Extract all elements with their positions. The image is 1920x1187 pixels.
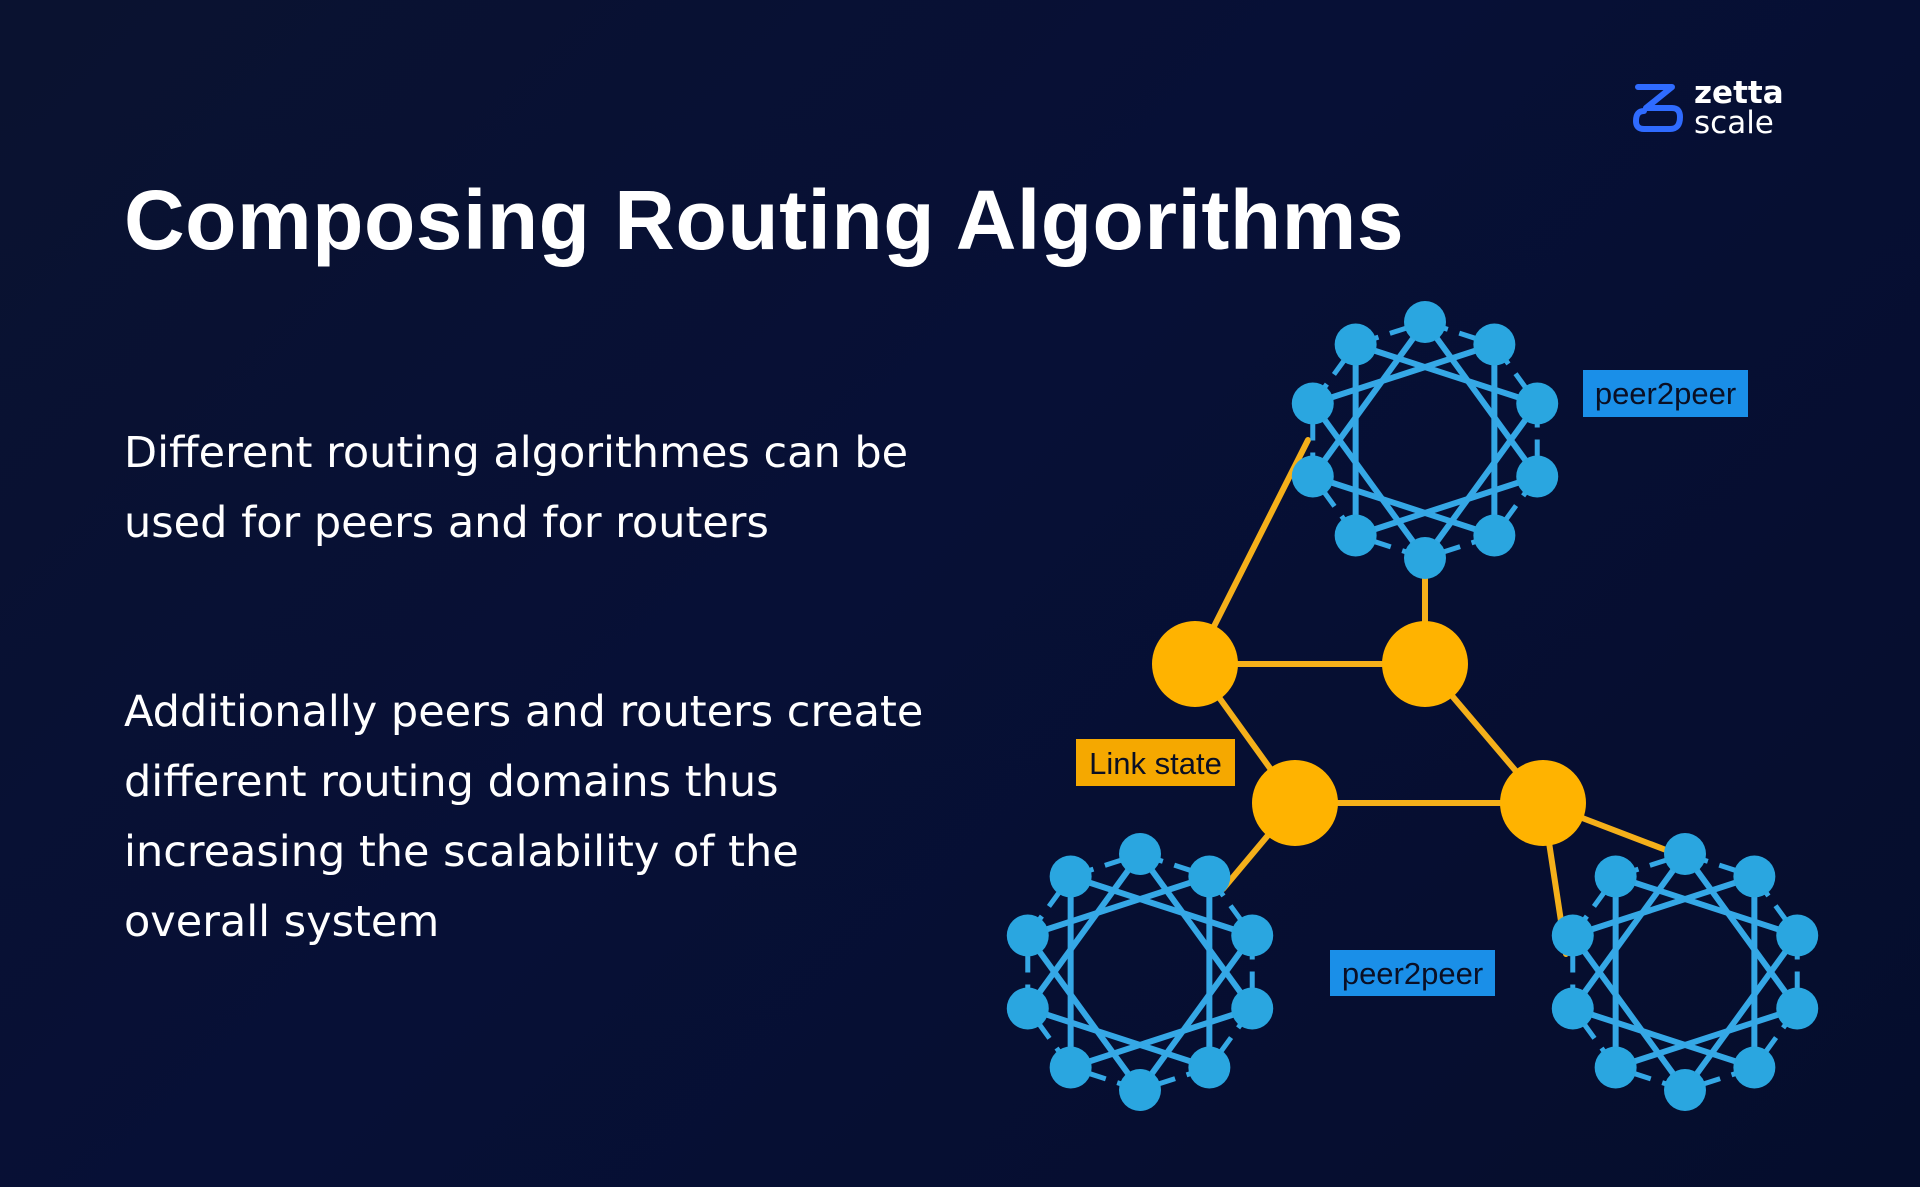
peer-node bbox=[1516, 382, 1559, 425]
peer-edge bbox=[1025, 852, 1143, 1011]
peer-node bbox=[1049, 1046, 1092, 1089]
paragraph-routing-algorithms: Different routing algorithmes can be use… bbox=[124, 428, 909, 548]
peer-edge bbox=[1614, 873, 1799, 939]
peer-edge bbox=[1310, 320, 1428, 479]
peer-edge bbox=[1311, 473, 1496, 539]
peer-edge bbox=[1682, 933, 1800, 1092]
router-node bbox=[1152, 621, 1238, 707]
peer-node bbox=[1776, 987, 1819, 1030]
peer-node bbox=[1473, 514, 1516, 557]
label-link-state: Link state bbox=[1076, 739, 1235, 786]
peer-edge bbox=[1571, 1005, 1756, 1071]
peer-node bbox=[1594, 855, 1637, 898]
peer-edge bbox=[1354, 473, 1539, 539]
peer-node bbox=[1231, 914, 1274, 957]
peer-node bbox=[1291, 455, 1334, 498]
peer-edge bbox=[1025, 933, 1143, 1092]
peer-edge bbox=[1571, 873, 1756, 939]
peer-edge bbox=[1682, 852, 1800, 1011]
peer-node bbox=[1119, 1069, 1161, 1111]
router-node bbox=[1500, 760, 1586, 846]
peer-node bbox=[1334, 514, 1377, 557]
logo-text-line1: zetta bbox=[1694, 75, 1784, 111]
router-nodes bbox=[1152, 621, 1586, 846]
peer-node bbox=[1188, 855, 1231, 898]
peer-edge bbox=[1069, 1005, 1254, 1071]
peer-edge bbox=[1614, 1005, 1799, 1071]
peer-edge bbox=[1422, 320, 1540, 479]
peer-node bbox=[1776, 914, 1819, 957]
peer-node bbox=[1594, 1046, 1637, 1089]
peer-node bbox=[1188, 1046, 1231, 1089]
peer-cluster-bottom-right bbox=[1551, 833, 1819, 1111]
peer-node bbox=[1551, 987, 1594, 1030]
peer-edge bbox=[1570, 933, 1688, 1092]
peer-edge bbox=[1026, 873, 1211, 939]
label-peer2peer-bottom: peer2peer bbox=[1330, 950, 1495, 996]
peer-node bbox=[1664, 833, 1706, 875]
peer-node bbox=[1404, 537, 1446, 579]
peer-node bbox=[1551, 914, 1594, 957]
peer-node bbox=[1006, 914, 1049, 957]
peer-node bbox=[1291, 382, 1334, 425]
peer-node bbox=[1231, 987, 1274, 1030]
paragraph-routing-domains: Additionally peers and routers create di… bbox=[124, 687, 924, 947]
peer-edge bbox=[1570, 852, 1688, 1011]
peer-node bbox=[1049, 855, 1092, 898]
peer-edge bbox=[1310, 401, 1428, 560]
peer-node bbox=[1516, 455, 1559, 498]
label-peer2peer-top: peer2peer bbox=[1583, 370, 1748, 417]
peer-edge bbox=[1422, 401, 1540, 560]
label-link-state-text: Link state bbox=[1089, 746, 1222, 781]
router-node bbox=[1252, 760, 1338, 846]
peer-edge bbox=[1137, 933, 1255, 1092]
zettascale-logo: zetta scale bbox=[1632, 76, 1802, 140]
peer-node bbox=[1733, 1046, 1776, 1089]
peer-node bbox=[1006, 987, 1049, 1030]
label-peer2peer-bottom-text: peer2peer bbox=[1342, 956, 1483, 991]
slide-title: Composing Routing Algorithms bbox=[124, 173, 1405, 267]
peer-cluster-bottom-left bbox=[1006, 833, 1274, 1111]
peer-node bbox=[1473, 323, 1516, 366]
peer-node bbox=[1119, 833, 1161, 875]
logo-text-line2: scale bbox=[1694, 105, 1774, 141]
peer-node bbox=[1733, 855, 1776, 898]
peer-edge bbox=[1354, 341, 1539, 407]
peer-node bbox=[1404, 301, 1446, 343]
peer-edge bbox=[1069, 873, 1254, 939]
zettascale-mark-icon bbox=[1633, 84, 1683, 132]
peer-node bbox=[1664, 1069, 1706, 1111]
router-node bbox=[1382, 621, 1468, 707]
peer-edge bbox=[1026, 1005, 1211, 1071]
peer-node bbox=[1334, 323, 1377, 366]
peer-edge bbox=[1311, 341, 1496, 407]
label-peer2peer-top-text: peer2peer bbox=[1595, 376, 1736, 411]
peer-cluster-top bbox=[1291, 301, 1559, 579]
peer-edge bbox=[1137, 852, 1255, 1011]
